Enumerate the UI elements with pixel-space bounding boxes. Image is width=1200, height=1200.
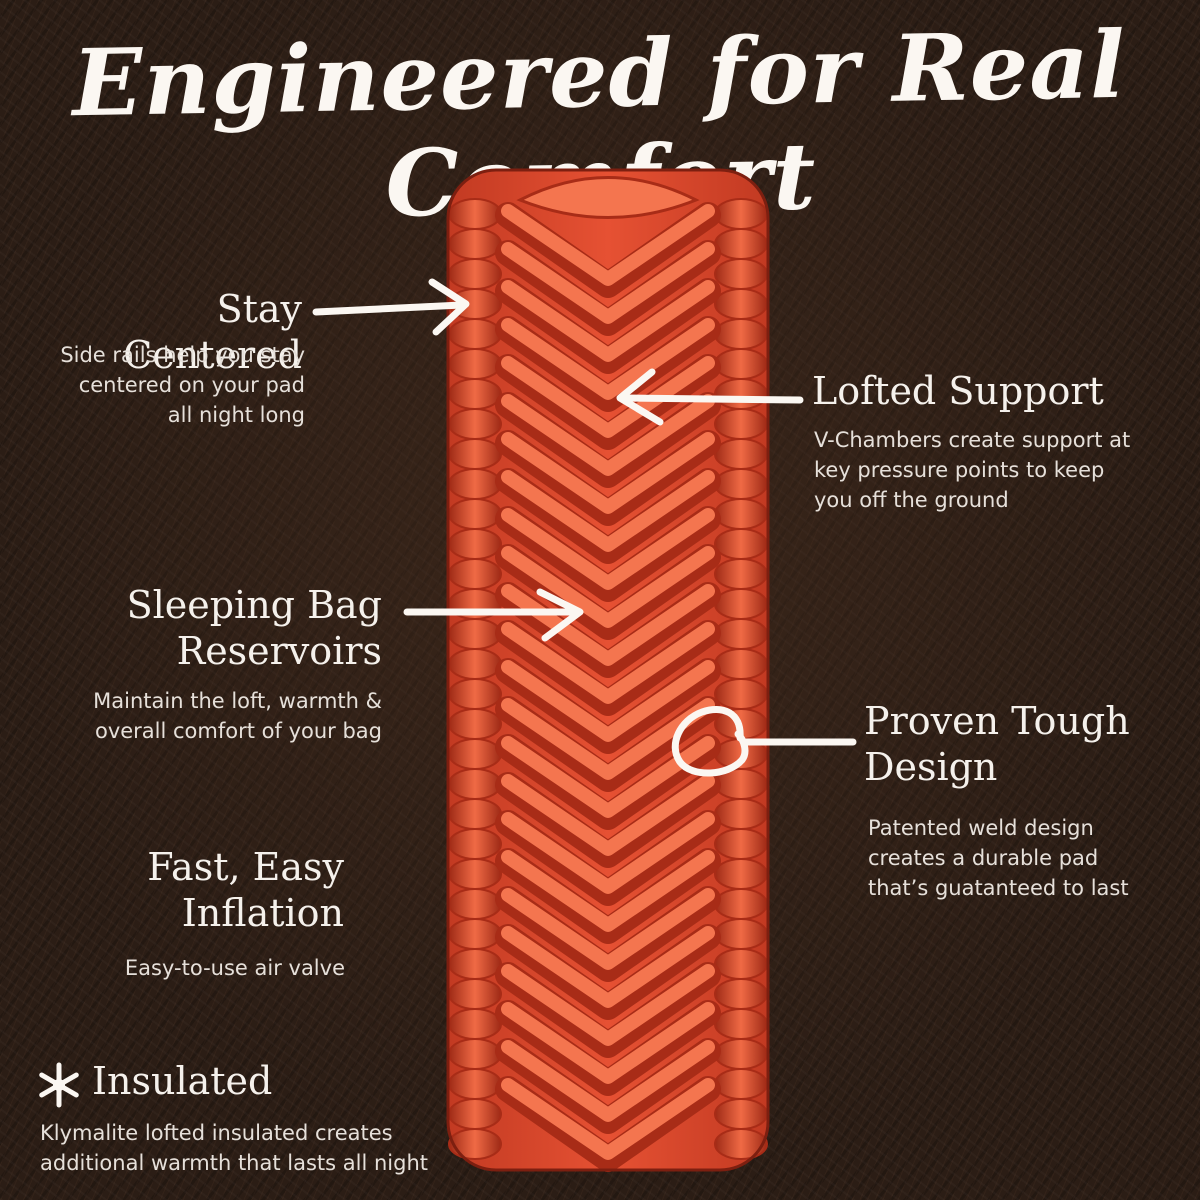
v-chamber: [501, 736, 715, 818]
proven-tough-desc-line: that’s guatanteed to last: [868, 876, 1129, 900]
reservoirs-heading: Sleeping Bag Reservoirs: [60, 582, 382, 674]
proven-tough-heading-line: Design: [864, 745, 998, 789]
stay-centered-heading: Stay Centered: [123, 287, 302, 377]
lofted-support-arrow-shaft: [618, 394, 804, 404]
proven-tough-desc-line: creates a durable pad: [868, 846, 1099, 870]
lofted-support-arrow-head: [616, 368, 664, 426]
v-chamber: [501, 242, 715, 324]
insulated-desc-line: additional warmth that lasts all night: [40, 1151, 428, 1175]
fast-inflation-description: Easy-to-use air valve: [40, 953, 345, 983]
v-chamber: [501, 698, 715, 780]
sleeping-pad-image: [446, 168, 770, 1172]
v-chambers: [495, 176, 721, 1172]
lofted-support-desc-line: key pressure points to keep: [814, 458, 1105, 482]
reservoirs-heading-line: Reservoirs: [176, 629, 382, 673]
v-chamber: [501, 546, 715, 628]
v-chamber: [501, 1040, 715, 1122]
v-chamber: [501, 394, 715, 476]
proven-tough-circle: [671, 705, 749, 777]
fast-inflation-heading-line: Inflation: [181, 891, 344, 935]
fast-inflation-desc-line: Easy-to-use air valve: [124, 956, 345, 980]
reservoirs-desc-line: Maintain the loft, warmth &: [93, 689, 382, 713]
fast-inflation-heading-line: Fast, Easy: [147, 845, 344, 889]
stay-centered-arrow-shaft: [312, 301, 466, 316]
v-chamber: [501, 964, 715, 1046]
snowflake-icon: [39, 1062, 79, 1108]
stay-centered-arrow-head: [428, 278, 470, 336]
lofted-support-desc-line: you off the ground: [814, 488, 1009, 512]
lofted-support-desc-line: V-Chambers create support at: [814, 428, 1131, 452]
pillow-chamber: [516, 176, 700, 219]
proven-tough-desc-line: Patented weld design: [868, 816, 1094, 840]
proven-tough-heading-line: Proven Tough: [864, 699, 1130, 743]
v-chamber: [501, 508, 715, 590]
reservoirs-description: Maintain the loft, warmth & overall comf…: [30, 686, 382, 746]
fast-inflation-heading: Fast, Easy Inflation: [60, 844, 344, 936]
v-chamber: [501, 470, 715, 552]
rail-bump: [714, 1128, 768, 1160]
stay-centered-desc-line: centered on your pad: [78, 373, 305, 397]
v-chamber: [501, 1078, 715, 1160]
lofted-support-description: V-Chambers create support at key pressur…: [814, 425, 1194, 515]
left-side-rail: [448, 198, 502, 1160]
insulated-heading: Insulated: [92, 1059, 273, 1103]
insulated-desc-line: Klymalite lofted insulated creates: [40, 1121, 393, 1145]
v-chamber: [501, 774, 715, 856]
reservoirs-arrow-head: [536, 588, 584, 642]
lofted-support-heading: Lofted Support: [812, 369, 1104, 413]
stay-centered-description: Side rails help you stay centered on you…: [20, 340, 305, 430]
v-chamber: [501, 622, 715, 704]
rail-bump: [448, 1128, 502, 1160]
v-chamber: [501, 888, 715, 970]
stay-centered-desc-line: Side rails help you stay: [60, 343, 305, 367]
v-chamber: [501, 204, 715, 286]
v-chamber: [501, 660, 715, 742]
reservoirs-heading-line: Sleeping Bag: [126, 583, 382, 627]
v-chamber: [501, 812, 715, 894]
stay-centered-desc-line: all night long: [167, 403, 305, 427]
v-chamber: [501, 926, 715, 1008]
insulated-description: Klymalite lofted insulated creates addit…: [40, 1118, 460, 1178]
v-chamber: [501, 1002, 715, 1084]
proven-tough-description: Patented weld design creates a durable p…: [868, 813, 1188, 903]
v-chamber: [501, 356, 715, 438]
proven-tough-heading: Proven Tough Design: [864, 698, 1184, 790]
pad-outline: [446, 168, 770, 1172]
v-chamber: [501, 432, 715, 514]
v-chamber: [501, 850, 715, 932]
v-chamber: [501, 318, 715, 400]
v-chamber: [501, 280, 715, 362]
reservoirs-desc-line: overall comfort of your bag: [94, 719, 382, 743]
